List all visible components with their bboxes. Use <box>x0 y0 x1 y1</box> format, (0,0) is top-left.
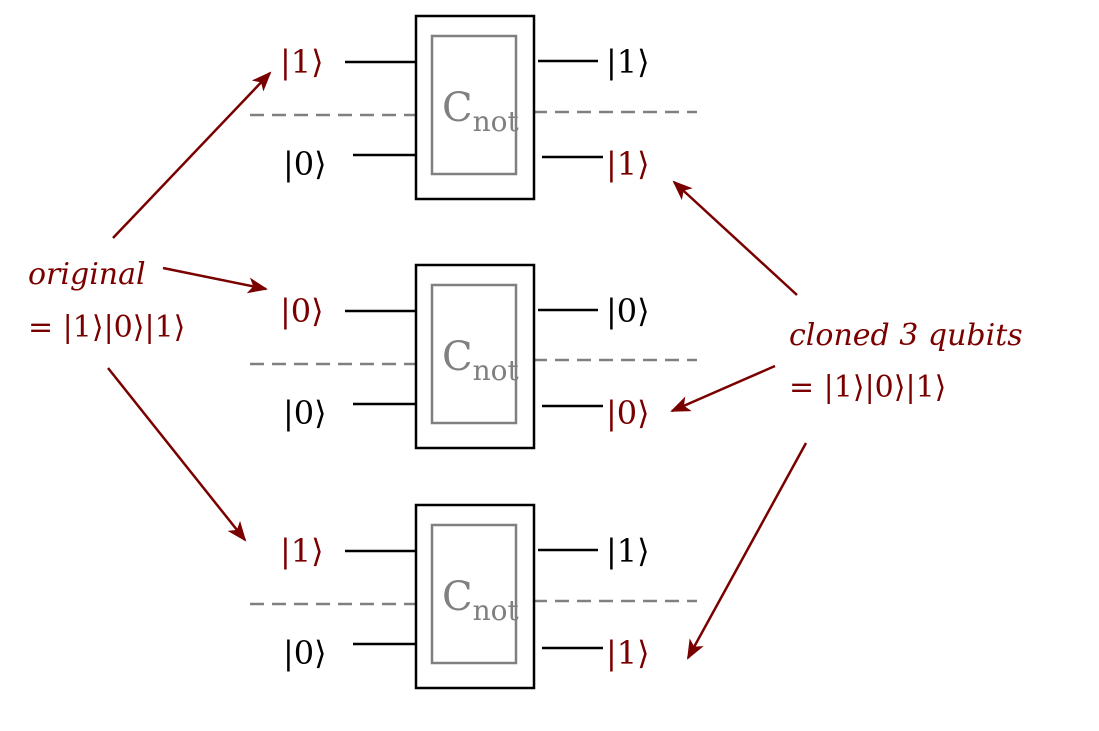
input-ket-top: |1⟩ <box>280 43 324 81</box>
cnot-gate-2: Cnot |0⟩ |0⟩ |0⟩ |0⟩ <box>250 263 697 450</box>
cloned-value: = |1⟩|0⟩|1⟩ <box>789 370 946 405</box>
gate-inner-box <box>430 523 518 665</box>
gate-inner-box <box>430 283 518 425</box>
output-ket-bottom: |1⟩ <box>606 634 650 672</box>
arrow-cloned-to-gate-3-output <box>686 442 808 660</box>
input-ket-bottom: |0⟩ <box>283 634 327 672</box>
gate-outer-box <box>414 503 536 690</box>
arrow-original-to-gate-3 <box>107 367 247 542</box>
arrow-original-to-gate-1 <box>112 71 272 239</box>
gate-label: Cnot <box>442 85 520 138</box>
output-ket-top: |1⟩ <box>606 43 650 81</box>
gate-inner-box <box>430 34 518 176</box>
output-ket-top: |1⟩ <box>606 532 650 570</box>
input-ket-top: |1⟩ <box>280 532 324 570</box>
output-ket-top: |0⟩ <box>606 292 650 330</box>
arrow-cloned-to-gate-2-output <box>670 364 776 413</box>
input-ket-bottom: |0⟩ <box>283 394 327 432</box>
gate-label: Cnot <box>442 334 520 387</box>
arrow-cloned-to-gate-1-output <box>672 180 798 296</box>
arrow-original-to-gate-2 <box>162 266 268 294</box>
input-ket-bottom: |0⟩ <box>283 145 327 183</box>
original-label: original <box>28 257 146 292</box>
cnot-gate-1: Cnot |1⟩ |0⟩ |1⟩ |1⟩ <box>250 14 697 201</box>
cnot-gate-3: Cnot |1⟩ |0⟩ |1⟩ |1⟩ <box>250 503 697 690</box>
cloned-label: cloned 3 qubits <box>789 318 1023 353</box>
input-ket-top: |0⟩ <box>280 292 324 330</box>
gate-label: Cnot <box>442 574 520 627</box>
original-value: = |1⟩|0⟩|1⟩ <box>28 310 185 345</box>
gate-outer-box <box>414 14 536 201</box>
output-ket-bottom: |0⟩ <box>606 394 650 432</box>
output-ket-bottom: |1⟩ <box>606 145 650 183</box>
gate-outer-box <box>414 263 536 450</box>
